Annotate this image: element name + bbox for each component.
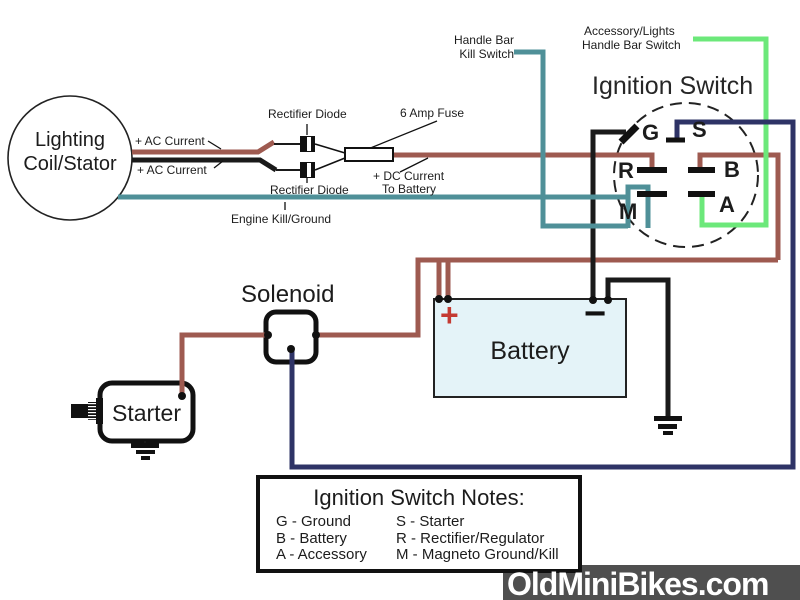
terminal-s-label: S [692,117,707,142]
stator-label-line2: Coil/Stator [23,153,117,175]
dc-current-label-line2: To Battery [382,182,437,196]
ignition-switch-title: Ignition Switch [592,72,754,100]
dot-solenoid-right [312,331,320,339]
notes-right-item: S - Starter [396,513,465,530]
notes-right-item: R - Rectifier/Regulator [396,530,545,547]
pointer-ac-top [207,140,222,150]
ac-current-bottom-label: + AC Current [137,163,207,177]
accessory-label-line1: Accessory/Lights [584,24,675,38]
watermark: OldMiniBikes.com [507,566,769,600]
notes-title: Ignition Switch Notes: [313,485,525,510]
accessory-label-line2: Handle Bar Switch [582,38,681,52]
link-diode-top-fuse [314,143,346,154]
link-diode-bottom-fuse [314,157,346,171]
dc-current-label-line1: + DC Current [373,169,445,183]
ground-starter-bar2 [136,450,155,454]
pointer-fuse [367,120,438,150]
solenoid-label: Solenoid [241,281,335,308]
stator-label-line1: Lighting [34,129,106,151]
engine-kill-label: Engine Kill/Ground [231,212,332,226]
notes-left-item: G - Ground [276,513,352,530]
ground-symbols [131,416,682,460]
wire-dc-to-r-terminal [393,152,655,167]
diode-bottom-band [307,163,311,177]
diode-top [300,136,315,152]
diode-bottom [300,162,315,178]
dot-solenoid-bottom [287,345,295,353]
rectifier-diode-top-label: Rectifier Diode [268,107,347,121]
starter-label: Starter [111,400,182,426]
fuse-box [344,147,394,162]
wire-starter-circuit [289,119,796,470]
terminal-m-label: M [619,199,638,224]
pointer-ac-bottom [213,160,224,169]
starter-coil [88,402,96,420]
battery-plus-symbol: + [440,297,459,333]
notes-left-item: B - Battery [276,530,347,547]
terminal-g-label: G [642,120,660,145]
terminal-a-label: A [719,192,735,217]
notes-left-item: A - Accessory [276,546,367,563]
wire-starter-solenoid [179,332,268,395]
diode-top-band [307,137,311,151]
battery-minus-symbol: − [584,293,607,335]
kill-switch-label-line2: Kill Switch [459,47,514,61]
terminal-g-bar [618,123,640,145]
wire-battery-bus [316,257,778,338]
dot-starter [178,392,186,400]
terminal-b-label: B [724,157,740,182]
ground-battery-bar3 [663,431,673,435]
solenoid-box [263,309,319,365]
battery-label: Battery [490,337,570,365]
starter-shaft [71,404,88,418]
rectifier-diode-bottom-label: Rectifier Diode [270,183,349,197]
ac-current-top-label: + AC Current [135,134,205,148]
notes-right-item: M - Magneto Ground/Kill [396,546,559,563]
rectifier-diodes [300,136,315,178]
ground-starter-bar3 [141,456,150,460]
ground-battery-bar1 [654,416,682,421]
dot-solenoid-left [264,331,272,339]
terminal-r-label: R [618,158,634,183]
fuse-label: 6 Amp Fuse [400,106,465,120]
kill-switch-label-line1: Handle Bar [453,33,514,47]
ground-battery-bar2 [658,424,677,429]
ground-starter-bar1 [131,443,159,448]
